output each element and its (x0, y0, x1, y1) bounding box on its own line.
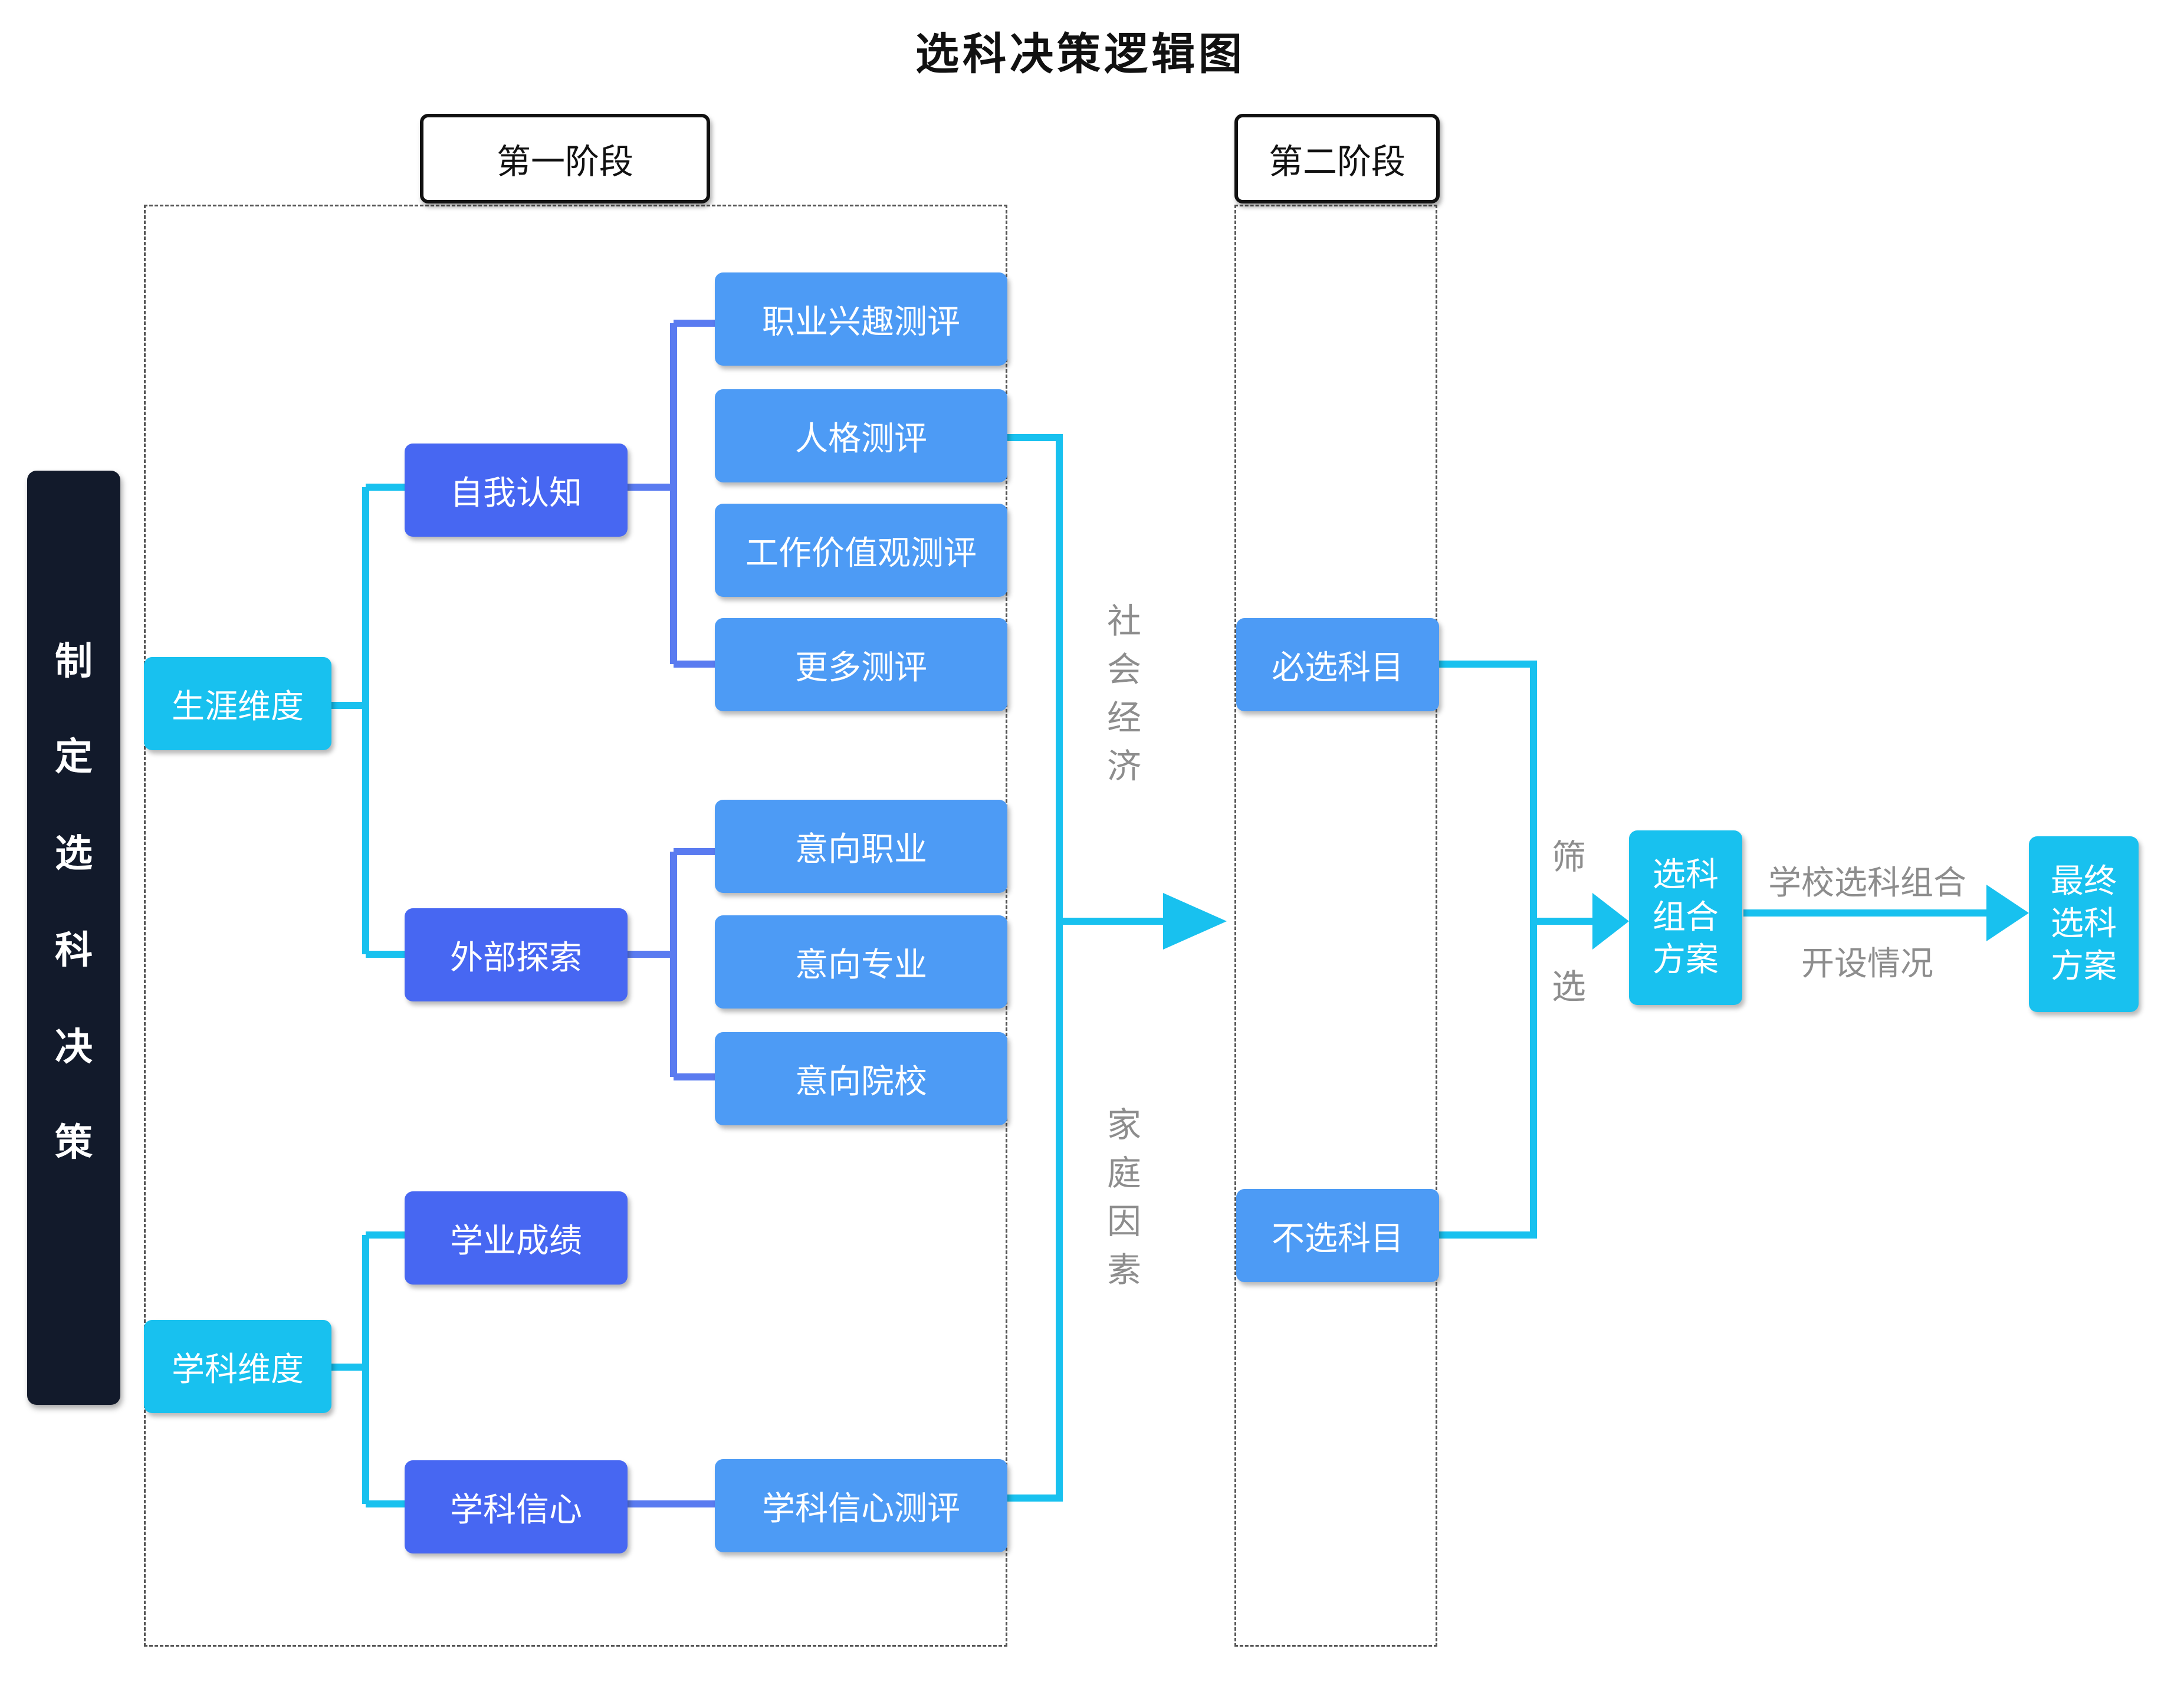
career-tree-line (331, 484, 406, 958)
sidebar-char: 科 (55, 929, 93, 973)
required-subjects-box: 必选科目 (1236, 618, 1439, 711)
filter-label: 筛 选 (1545, 825, 1592, 1019)
school-offering-label: 学校选科组合 开设情况 (1749, 856, 1985, 985)
subject-dimension-box: 学科维度 (144, 1320, 331, 1413)
subject-confidence-box: 学科信心 (405, 1460, 628, 1553)
personality-assessment-box: 人格测评 (715, 389, 1007, 482)
filter-char: 选 (1551, 967, 1586, 1007)
sidebar-char: 选 (55, 832, 93, 876)
factor-merge-line (1007, 434, 1174, 1502)
school-intent-box: 意向院校 (715, 1032, 1007, 1125)
final-plan-text: 最终选科方案 (2051, 862, 2117, 986)
final-arrowhead (1986, 885, 2029, 941)
stage-two-label: 第二阶段 (1234, 114, 1440, 203)
more-assessments-box: 更多测评 (715, 618, 1007, 711)
decision-sidebar: 制 定 选 科 决 策 (27, 471, 120, 1405)
filter-merge-line (1439, 661, 1592, 1239)
social-economy-label: 社会经济 (1106, 601, 1141, 786)
confidence-assessment-box: 学科信心测评 (715, 1459, 1007, 1552)
self-branch-line (626, 320, 716, 668)
excluded-subjects-box: 不选科目 (1236, 1189, 1439, 1282)
combination-plan-box: 选科组合方案 (1629, 830, 1742, 1005)
stage-one-label: 第一阶段 (420, 114, 710, 203)
academic-grades-box: 学业成绩 (405, 1191, 628, 1285)
page-title: 选科决策逻辑图 (915, 29, 1246, 80)
final-plan-box: 最终选科方案 (2029, 836, 2139, 1012)
sidebar-char: 策 (55, 1121, 93, 1165)
career-dimension-box: 生涯维度 (144, 657, 331, 750)
external-exploration-box: 外部探索 (405, 908, 628, 1001)
sidebar-char: 制 (55, 640, 93, 684)
filter-arrowhead (1592, 893, 1629, 950)
subject-tree-line (331, 1231, 406, 1507)
external-branch-line (626, 848, 716, 1080)
combination-plan-text: 选科组合方案 (1653, 856, 1719, 979)
sidebar-char: 决 (55, 1026, 93, 1069)
stage-two-container (1234, 205, 1437, 1647)
sidebar-char: 定 (55, 735, 93, 779)
self-awareness-box: 自我认知 (405, 444, 628, 537)
career-intent-box: 意向职业 (715, 800, 1007, 893)
filter-char: 筛 (1551, 837, 1586, 877)
values-assessment-box: 工作价值观测评 (715, 504, 1007, 597)
school-offering-line2: 开设情况 (1801, 945, 1933, 983)
school-offering-line1: 学校选科组合 (1768, 864, 1966, 902)
stage-arrowhead (1163, 893, 1227, 950)
family-factor-label: 家庭因素 (1106, 1105, 1141, 1290)
major-intent-box: 意向专业 (715, 915, 1007, 1009)
interest-assessment-box: 职业兴趣测评 (715, 272, 1007, 366)
